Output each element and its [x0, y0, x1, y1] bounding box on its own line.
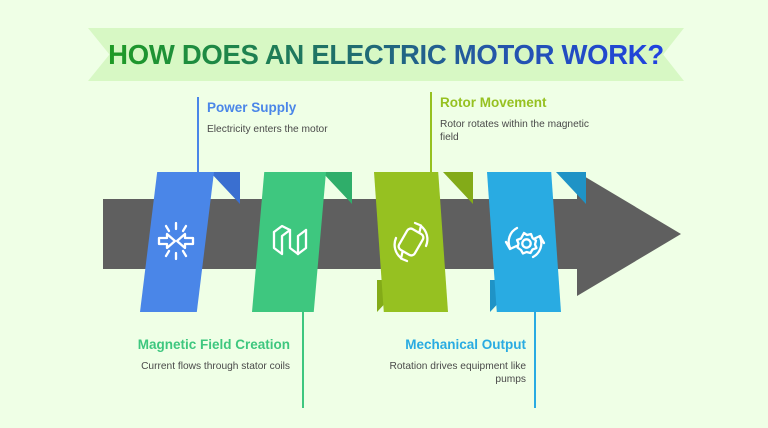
step-card-flap-magnetic-field-creation [322, 172, 352, 204]
compress-arrows-spark-icon [157, 221, 195, 261]
step-description-mechanical-output: Rotation drives equipment like pumps [389, 361, 526, 385]
step-label-rotor-movement: Rotor Movement Rotor rotates within the … [440, 95, 590, 144]
step-card-flap-mechanical-output [556, 172, 586, 204]
step-description-magnetic-field-creation: Current flows through stator coils [141, 361, 290, 372]
title-ribbon: HOW DOES AN ELECTRIC MOTOR WORK? [88, 28, 684, 81]
step-card-rotor-movement[interactable] [374, 172, 448, 312]
step-label-mechanical-output: Mechanical Output Rotation drives equipm… [368, 337, 526, 386]
step-description-rotor-movement: Rotor rotates within the magnetic field [440, 119, 589, 143]
step-card-mechanical-output[interactable] [487, 172, 561, 312]
step-title-power-supply: Power Supply [207, 100, 297, 115]
step-description-power-supply: Electricity enters the motor [207, 124, 328, 135]
step-label-power-supply: Power Supply Electricity enters the moto… [207, 100, 357, 136]
rotating-rectangle-icon [393, 221, 429, 263]
connector-line-magnetic-field-creation [302, 312, 304, 408]
step-title-magnetic-field-creation: Magnetic Field Creation [137, 337, 290, 352]
step-title-rotor-movement: Rotor Movement [440, 95, 547, 110]
step-card-shape-mechanical-output [487, 172, 561, 312]
ribbon-background [88, 28, 684, 81]
step-card-power-supply[interactable] [140, 172, 214, 312]
step-card-flap-rotor-movement [443, 172, 473, 204]
step-card-shape-rotor-movement [374, 172, 448, 312]
step-card-magnetic-field-creation[interactable] [252, 172, 326, 312]
step-title-mechanical-output: Mechanical Output [405, 337, 526, 352]
connector-line-power-supply [197, 97, 199, 175]
connector-line-mechanical-output [534, 312, 536, 408]
page-title: HOW DOES AN ELECTRIC MOTOR WORK? [88, 28, 684, 81]
coil-spring-icon [272, 224, 308, 256]
step-card-flap-power-supply [210, 172, 240, 204]
gear-rotation-icon [504, 226, 546, 259]
connector-line-rotor-movement [430, 92, 432, 174]
step-label-magnetic-field-creation: Magnetic Field Creation Current flows th… [132, 337, 290, 373]
